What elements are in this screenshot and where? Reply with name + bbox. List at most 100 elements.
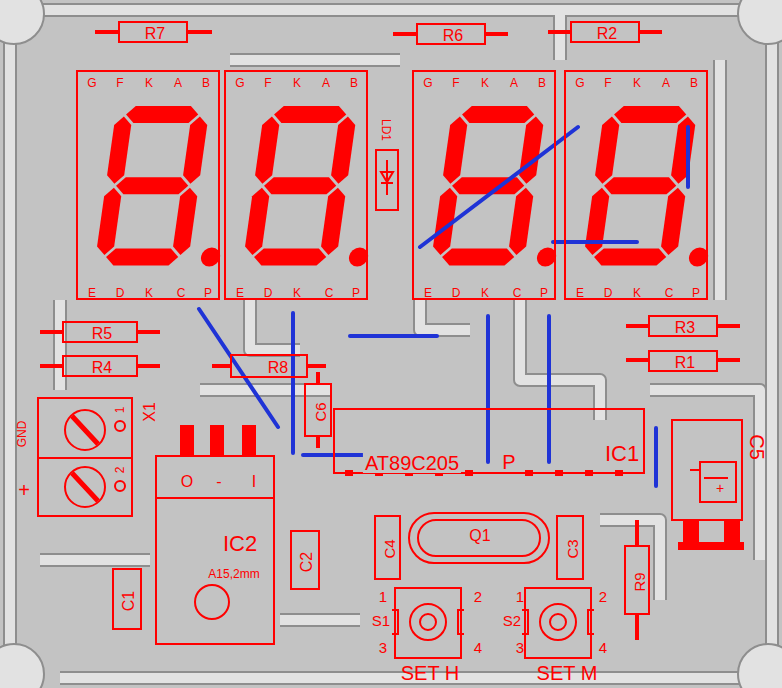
part-label: C <box>177 287 186 299</box>
part-label: R8 <box>268 360 288 376</box>
part-label: R2 <box>597 26 617 42</box>
part-label: 1 <box>516 589 524 604</box>
part-label: F <box>452 77 459 89</box>
resistor-symbol: R1 <box>648 350 718 372</box>
part-label: E <box>424 287 432 299</box>
part-label: 4 <box>474 640 482 655</box>
capacitor-symbol: C1 <box>112 568 142 630</box>
part-label: R4 <box>92 360 112 376</box>
part-label: C2 <box>299 552 315 572</box>
part-label: C6 <box>313 402 328 421</box>
part-label: A <box>662 77 670 89</box>
push-button: 1 2S1 3 4SET H <box>368 583 496 685</box>
part-label: K <box>633 287 641 299</box>
part-label: S1 <box>372 613 390 628</box>
part-label: I <box>252 474 256 490</box>
part-label: R3 <box>675 320 695 336</box>
part-label: 1 <box>114 407 126 414</box>
part-label: G <box>87 77 96 89</box>
part-label: S2 <box>503 613 521 628</box>
part-label: 2 <box>474 589 482 604</box>
part-label: F <box>604 77 611 89</box>
part-label: C <box>325 287 334 299</box>
part-label: R5 <box>92 326 112 342</box>
part-label: C1 <box>121 591 137 611</box>
part-label: A <box>322 77 330 89</box>
part-label: E <box>236 287 244 299</box>
part-label: K <box>633 77 641 89</box>
crystal-outline: Q1 <box>408 512 550 564</box>
part-label: P <box>352 287 360 299</box>
part-label: C3 <box>565 539 580 558</box>
part-label: SET M <box>537 663 598 683</box>
push-button: 12S234SET M <box>500 583 628 685</box>
part-label: D <box>264 287 273 299</box>
part-label: R1 <box>675 355 695 371</box>
part-label: B <box>690 77 698 89</box>
part-label: GND <box>16 421 28 448</box>
electrolytic-capacitor: C5+ <box>665 415 773 555</box>
part-label: 1 <box>379 589 387 604</box>
capacitor-symbol: C2 <box>290 530 320 590</box>
part-label: C <box>513 287 522 299</box>
part-label: P <box>204 287 212 299</box>
part-label: O <box>181 474 193 490</box>
part-label: Q1 <box>469 528 490 544</box>
part-label: A <box>174 77 182 89</box>
resistor-symbol: R2 <box>570 21 640 43</box>
part-label: K <box>293 287 301 299</box>
part-label: P <box>692 287 700 299</box>
part-label: 2 <box>599 589 607 604</box>
seven-segment-display: GFKABEDKCP <box>412 70 556 300</box>
seven-segment-display: G F K A B E D K C P <box>76 70 220 300</box>
part-label: 3 <box>379 640 387 655</box>
part-label: P <box>502 452 515 472</box>
part-label: AT89C205 <box>363 453 461 473</box>
part-label: K <box>145 77 153 89</box>
resistor-symbol: R3 <box>648 315 718 337</box>
seven-segment-display: GFKABEDKCP <box>564 70 708 300</box>
part-label: R9 <box>632 572 647 591</box>
part-label: 2 <box>114 467 126 474</box>
part-label: F <box>116 77 123 89</box>
part-label: K <box>145 287 153 299</box>
part-label: X1 <box>142 402 158 422</box>
part-label: F <box>264 77 271 89</box>
resistor-symbol: R8 <box>230 354 308 378</box>
part-label: R7 <box>145 26 165 42</box>
led-symbol: LD1 <box>372 112 400 214</box>
resistor-symbol: R7 <box>118 21 188 43</box>
part-label: - <box>216 474 221 490</box>
part-label: P <box>540 287 548 299</box>
part-label: C4 <box>382 539 397 558</box>
resistor-symbol: R4 <box>62 355 138 377</box>
resistor-symbol: R5 <box>62 321 138 343</box>
capacitor-symbol: C3 <box>556 515 584 580</box>
part-label: C <box>665 287 674 299</box>
part-label: LD1 <box>380 119 392 141</box>
part-label: A <box>510 77 518 89</box>
resistor-symbol: R6 <box>416 23 486 45</box>
part-label: IC2 <box>223 533 257 555</box>
part-label: K <box>481 77 489 89</box>
part-label: G <box>423 77 432 89</box>
microcontroller-outline: AT89C205 P IC1 <box>333 408 645 474</box>
part-label: IC1 <box>605 443 639 465</box>
terminal-block: X112GND+ <box>12 396 162 518</box>
part-label: G <box>575 77 584 89</box>
part-label: 4 <box>599 640 607 655</box>
part-label: B <box>202 77 210 89</box>
part-label: C5 <box>747 434 767 460</box>
part-label: K <box>481 287 489 299</box>
seven-segment-display: GFKABEDKCP <box>224 70 368 300</box>
part-label: D <box>116 287 125 299</box>
capacitor-symbol: C6 <box>304 383 332 437</box>
part-label: E <box>88 287 96 299</box>
jumper-wires <box>199 127 688 486</box>
regulator-outline: O-IIC2A15,2mm <box>155 455 275 645</box>
part-label: B <box>350 77 358 89</box>
capacitor-symbol: C4 <box>374 515 401 580</box>
part-label: SET H <box>401 663 460 683</box>
